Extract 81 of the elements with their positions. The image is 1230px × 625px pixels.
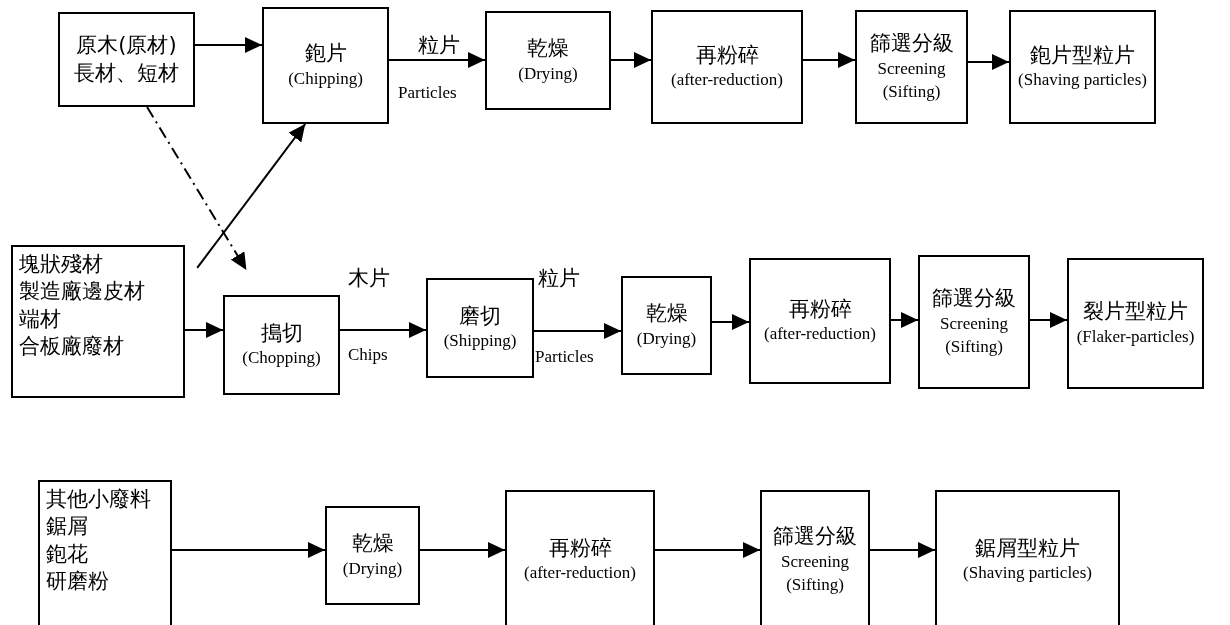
arrow <box>419 542 506 558</box>
arrow <box>339 322 427 338</box>
box-heading: 篩選分級 <box>773 523 857 551</box>
process-box <box>651 10 803 124</box>
box-heading: 再粉碎 <box>695 41 759 69</box>
process-box <box>749 258 891 384</box>
arrow-label: 粒片 <box>418 32 460 59</box>
arrow <box>1029 312 1068 328</box>
material-item: 鋸屑 <box>46 513 88 541</box>
process-box <box>325 506 420 605</box>
process-box <box>760 490 870 625</box>
arrow-label: Particles <box>535 346 594 368</box>
process-box <box>1009 10 1156 124</box>
process-box <box>935 490 1120 625</box>
box-subtitle: (Flaker-particles) <box>1076 325 1195 348</box>
process-box <box>505 490 655 625</box>
arrow <box>610 52 652 68</box>
arrow <box>196 123 307 269</box>
box-subtitle: Screening (Sifting) <box>876 57 947 103</box>
process-box <box>262 7 389 124</box>
arrow <box>171 542 326 558</box>
box-subtitle: (Chipping) <box>288 67 363 90</box>
box-heading: 篩選分級 <box>869 30 954 58</box>
box-subtitle: (Shaving particles) <box>1018 69 1147 92</box>
arrow <box>654 542 761 558</box>
box-subtitle: (Shaving particles) <box>963 562 1092 585</box>
arrow-label: 木片 <box>348 265 390 292</box>
arrow <box>802 52 856 68</box>
box-subtitle: (Drying) <box>342 557 403 580</box>
box-subtitle: (Chopping) <box>242 347 321 370</box>
box-heading: 再粉碎 <box>788 295 852 323</box>
process-box <box>1067 258 1204 389</box>
dashed-arrow <box>146 106 248 271</box>
arrow <box>711 314 750 330</box>
material-item: 塊狀殘材 <box>19 251 103 278</box>
box-heading: 鉋片型粒片 <box>1030 41 1135 69</box>
material-item: 原木(原材) <box>76 32 177 60</box>
material-item: 長材、短材 <box>74 59 179 87</box>
arrow-label: Particles <box>398 82 457 104</box>
box-subtitle: (after-reduction) <box>764 323 876 346</box>
material-item: 鉋花 <box>46 540 88 568</box>
arrow <box>869 542 936 558</box>
arrow <box>967 54 1010 70</box>
process-box <box>918 255 1030 389</box>
box-heading: 磨切 <box>459 302 501 330</box>
box-subtitle: (after-reduction) <box>671 69 783 92</box>
box-heading: 裂片型粒片 <box>1083 298 1188 326</box>
arrow <box>184 322 224 338</box>
box-subtitle: (Drying) <box>518 62 578 85</box>
material-item: 其他小廢料 <box>46 486 151 513</box>
arrow <box>890 312 919 328</box>
process-box <box>621 276 712 375</box>
process-box <box>223 295 340 395</box>
box-heading: 乾燥 <box>645 300 688 328</box>
arrow-label: 粒片 <box>538 265 580 292</box>
process-box <box>485 11 611 110</box>
box-heading: 再粉碎 <box>548 534 612 562</box>
box-heading: 鉋片 <box>304 40 347 68</box>
process-box <box>426 278 534 378</box>
box-subtitle: Screening (Sifting) <box>780 550 850 596</box>
box-subtitle: (Shipping) <box>443 330 517 353</box>
material-box <box>11 245 185 398</box>
material-item: 製造廠邊皮材 <box>19 278 145 306</box>
material-box <box>38 480 172 625</box>
box-subtitle: Screening (Sifting) <box>939 312 1009 358</box>
box-heading: 篩選分級 <box>932 285 1016 313</box>
arrow <box>388 52 486 68</box>
arrow <box>533 323 622 339</box>
box-heading: 乾燥 <box>527 35 569 63</box>
box-subtitle: (after-reduction) <box>524 562 636 585</box>
box-heading: 乾燥 <box>351 530 394 558</box>
box-heading: 搗切 <box>260 319 303 347</box>
process-box <box>855 10 968 124</box>
material-box <box>58 12 195 107</box>
box-subtitle: (Drying) <box>636 327 697 350</box>
arrow-label: Chips <box>348 344 388 366</box>
arrow <box>194 37 263 53</box>
material-item: 合板廠廢材 <box>19 332 124 360</box>
material-item: 研磨粉 <box>46 567 109 595</box>
box-heading: 鋸屑型粒片 <box>975 534 1080 562</box>
material-item: 端材 <box>19 305 61 333</box>
